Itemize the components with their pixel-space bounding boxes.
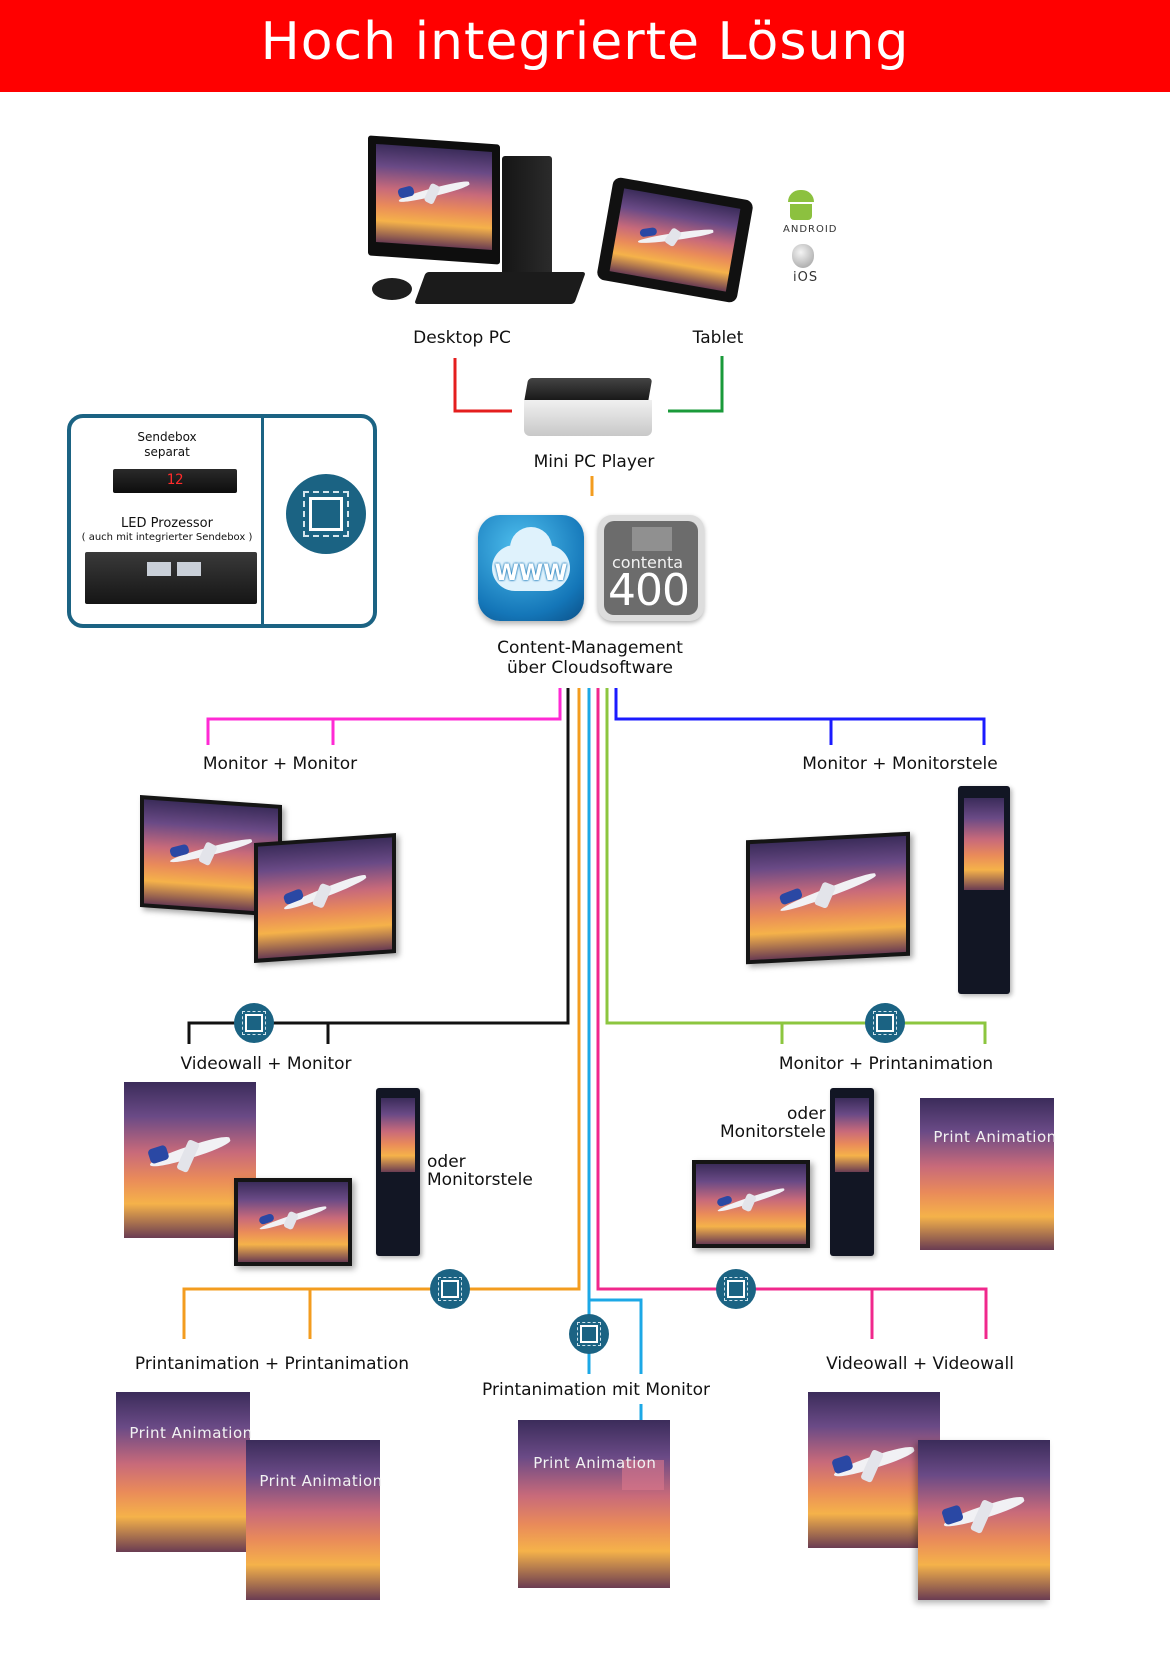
print-animation-text: Print Animation [259, 1472, 383, 1490]
desktop-mouse [372, 278, 412, 300]
sendebox-chip-icon [569, 1314, 609, 1354]
sendebox-label-line2: separat [144, 445, 190, 459]
printanimation-image: Print Animation [116, 1392, 253, 1552]
print-animation-text: Print Animation [933, 1128, 1057, 1147]
config-label-monitor-monitor: Monitor + Monitor [202, 754, 358, 774]
embedded-monitor [622, 1460, 664, 1490]
config-label-videowall-videowall: Videowall + Videowall [826, 1354, 1014, 1374]
sendebox-label-line1: Sendebox [137, 430, 197, 444]
android-label: ANDROID [783, 224, 838, 235]
processor-chip-icon [286, 474, 366, 554]
alt-label-monitorstele: Monitorstele [427, 1170, 533, 1190]
wire-tablet [668, 356, 724, 413]
wire-printanimation-monitor-branch [589, 1298, 643, 1374]
monitor-image [254, 833, 396, 963]
wire-desktop [453, 358, 512, 413]
led-processor-sublabel: ( auch mit integrierter Sendebox ) [81, 532, 253, 543]
printanimation-image: Print Animation [246, 1440, 383, 1600]
cms-label-line1: Content-Management [497, 638, 683, 658]
cloud-www-text: WWW [494, 561, 568, 586]
desktop-tower [502, 156, 552, 276]
led-processor-device [85, 552, 257, 604]
print-animation-text: Print Animation [129, 1424, 253, 1442]
ios-label: iOS [793, 270, 819, 285]
monitorstele-image [951, 786, 1017, 1002]
config-label-printanimation-printanimation: Printanimation + Printanimation [134, 1354, 410, 1374]
monitorstele-image [370, 1088, 426, 1264]
wire-monitor-monitor [206, 688, 562, 745]
config-label-monitor-monitorstele: Monitor + Monitorstele [802, 754, 998, 774]
monitor-image [746, 831, 910, 965]
videowall-image [918, 1440, 1050, 1600]
title-banner: Hoch integrierte Lösung [0, 0, 1170, 92]
mini-pc-player-label: Mini PC Player [533, 452, 655, 472]
alt-label-oder: oder [787, 1104, 826, 1124]
sendebox-display: 12 [166, 472, 184, 488]
sendebox-chip-icon [865, 1003, 905, 1043]
page-title: Hoch integrierte Lösung [260, 12, 910, 72]
monitor-image [692, 1160, 810, 1248]
config-label-printanimation-monitor: Printanimation mit Monitor [482, 1380, 710, 1400]
wire-monitor-monitorstele [614, 688, 986, 745]
led-processor-label: LED Prozessor [121, 516, 213, 531]
printanimation-with-monitor-image: Print Animation [518, 1420, 670, 1588]
desktop-pc-label: Desktop PC [413, 328, 511, 348]
contenta-number: 400 [608, 565, 690, 616]
alt-label-monitorstele: Monitorstele [720, 1122, 826, 1142]
monitor-image [234, 1178, 352, 1266]
printanimation-image: Print Animation [920, 1098, 1057, 1250]
config-label-videowall-monitor: Videowall + Monitor [180, 1054, 352, 1074]
mini-pc-player-image [520, 378, 656, 438]
cms-label-line2: über Cloudsoftware [507, 658, 673, 678]
config-label-monitor-printanimation: Monitor + Printanimation [778, 1054, 994, 1074]
print-animation-text: Print Animation [533, 1453, 657, 1472]
apple-icon [792, 244, 814, 268]
sendebox-panel: Sendebox separat 12 LED Prozessor ( auch… [67, 414, 377, 628]
cloud-www-icon: WWW [478, 515, 584, 621]
wire-videowall-videowall [596, 688, 988, 1339]
tablet-label: Tablet [692, 328, 744, 348]
monitorstele-image [824, 1088, 880, 1264]
panel-divider [261, 418, 264, 624]
android-icon [788, 190, 814, 220]
alt-label-oder: oder [427, 1152, 466, 1172]
sendebox-chip-icon [716, 1269, 756, 1309]
contenta-word: contenta [612, 553, 684, 572]
wire-printanimation-printanimation [182, 688, 581, 1339]
sendebox-device: 12 [113, 469, 237, 493]
wire-videowall-monitor [187, 688, 570, 1044]
desktop-keyboard [414, 272, 586, 304]
sendebox-chip-icon [234, 1003, 274, 1043]
wire-monitor-printanimation [605, 688, 987, 1044]
desktop-monitor [368, 135, 500, 265]
sendebox-chip-icon [430, 1269, 470, 1309]
